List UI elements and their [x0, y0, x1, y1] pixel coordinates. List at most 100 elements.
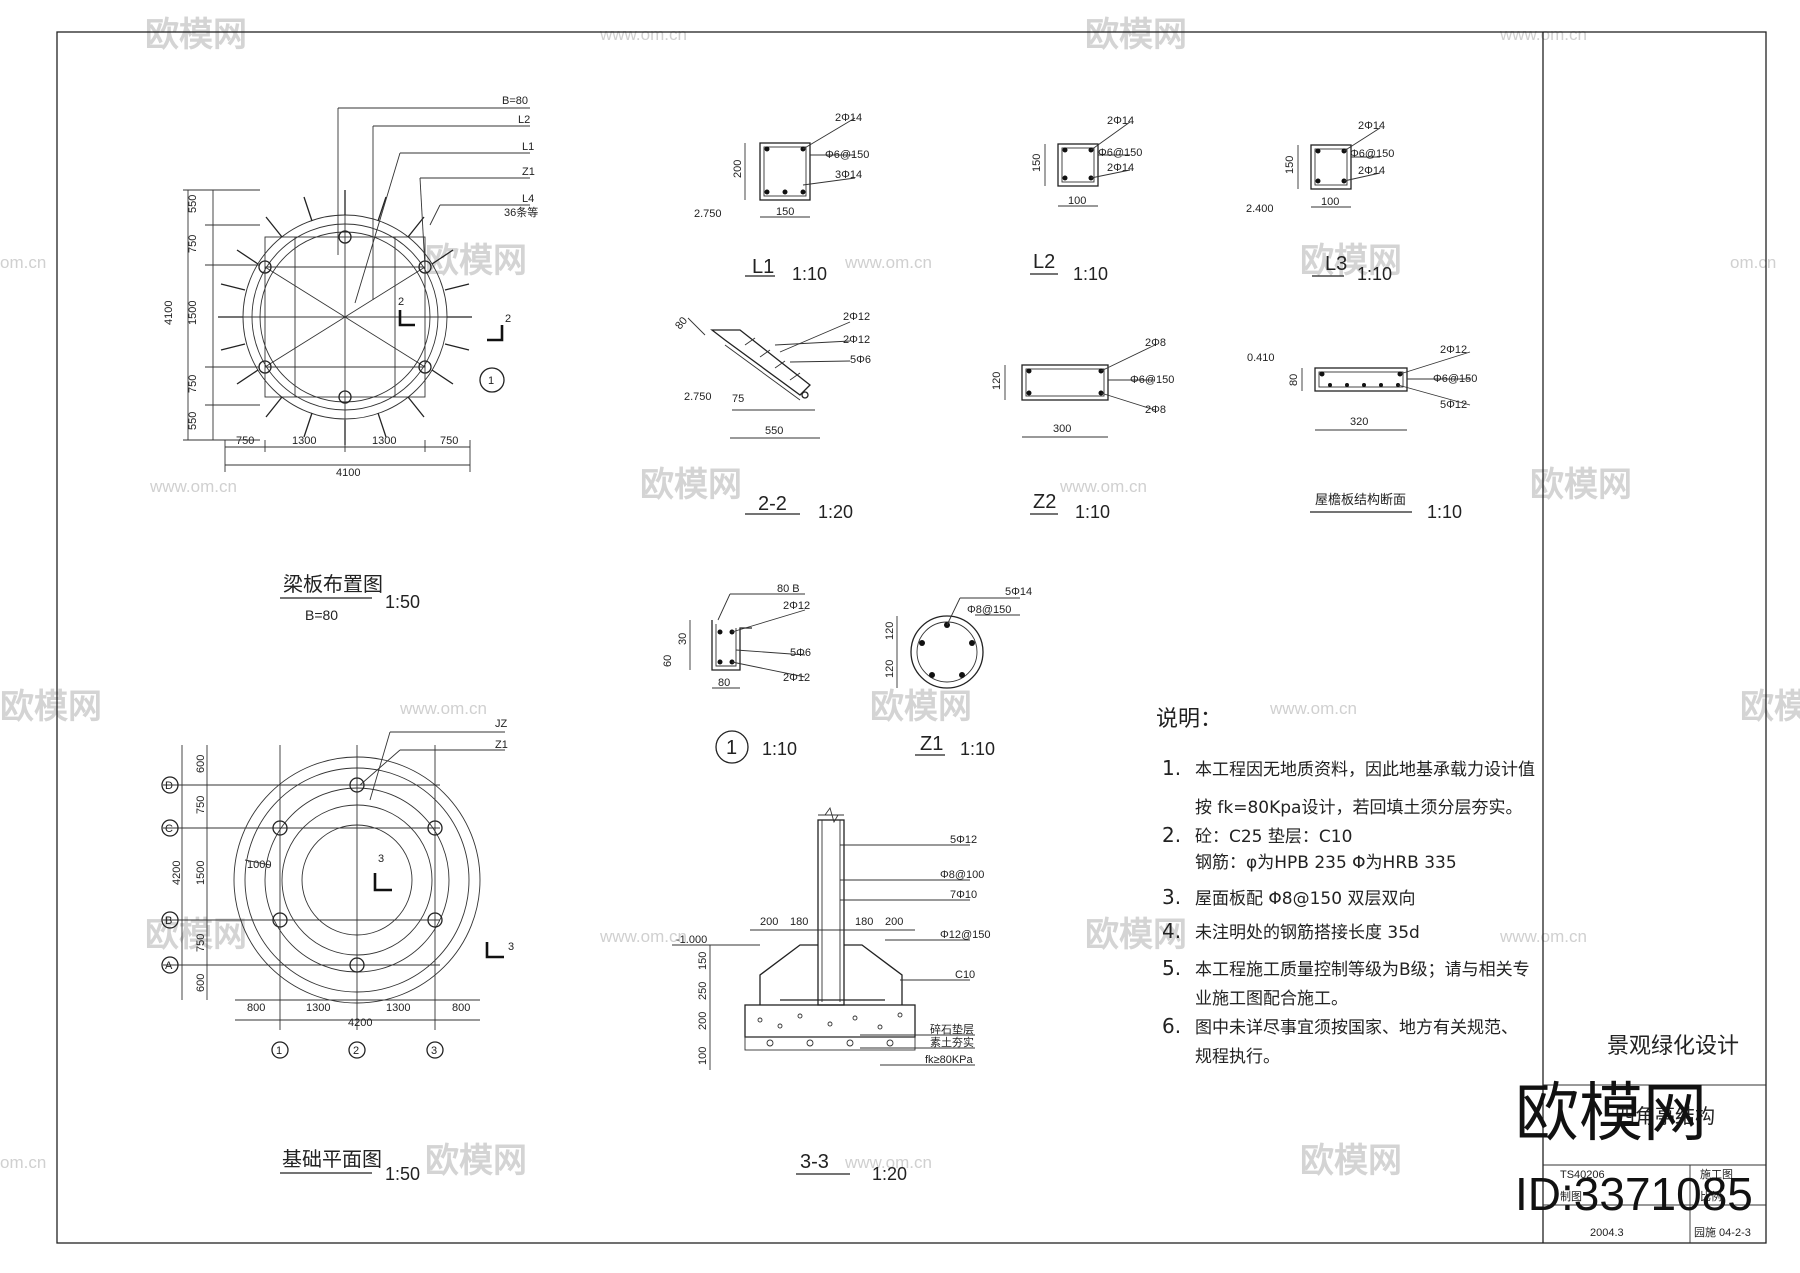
- watermark-url: www.om.cn: [844, 253, 932, 272]
- axis-label: B: [165, 915, 172, 927]
- note-line: 本工程施工质量控制等级为B级；请与相关专: [1195, 960, 1530, 980]
- note-number: 5.: [1162, 956, 1181, 980]
- rebar-label: Φ12@150: [940, 929, 991, 941]
- rebar-label: 2Φ14: [1358, 120, 1385, 132]
- section-scale: 1:10: [1075, 502, 1110, 522]
- rebar-label: 3Φ14: [835, 169, 862, 181]
- watermark-brand: 欧模网: [145, 16, 247, 54]
- dim-v: 1500: [187, 301, 199, 325]
- brand-logo: 欧模网: [1515, 1077, 1707, 1149]
- watermark-url: www.om.cn: [1269, 699, 1357, 718]
- dim-v: 750: [195, 796, 207, 814]
- project-name: 景观绿化设计: [1607, 1034, 1739, 1059]
- watermark-brand: 欧模网: [425, 242, 527, 280]
- brand-id: ID:3371085: [1515, 1168, 1753, 1220]
- dim-h: 1300: [372, 435, 396, 447]
- watermark-url: www.om.cn: [1059, 477, 1147, 496]
- dim-h-total: 4100: [336, 467, 360, 479]
- rebar-label: 5Φ14: [1005, 586, 1032, 598]
- watermark-brand: 欧模网: [1530, 466, 1632, 504]
- section-title: 屋檐板结构断面: [1315, 492, 1406, 507]
- watermark-brand: 欧模网: [0, 688, 102, 726]
- axis-label: 2: [353, 1045, 359, 1057]
- section-title: 3-3: [800, 1151, 829, 1173]
- dim-h: 180: [855, 916, 873, 928]
- rebar-label: Φ8@150: [967, 604, 1011, 616]
- elevation: 0.410: [1247, 352, 1275, 364]
- axis-label: 1: [276, 1045, 282, 1057]
- title-block: 景观绿化设计 四角亭结构 TS40206 制图 施工图 比例 2004.3 园施…: [1543, 1034, 1766, 1243]
- note-line: 钢筋：φ为HPB 235 Φ为HRB 335: [1195, 853, 1457, 873]
- dim-h: 60: [662, 655, 674, 667]
- dim-h: 80: [1288, 374, 1300, 386]
- rebar-label: 2Φ12: [843, 311, 870, 323]
- rebar-label: 2Φ12: [843, 334, 870, 346]
- axis-label: 3: [431, 1045, 437, 1057]
- dim-v: 150: [697, 952, 709, 970]
- rebar-label: Φ8@100: [940, 869, 984, 881]
- detail-title: 1: [726, 737, 737, 759]
- callout-label: fk≥80KPa: [925, 1054, 974, 1066]
- elevation: 2.750: [694, 208, 722, 220]
- plan-layout-scale: 1:50: [385, 592, 420, 612]
- dim-h-total: 4200: [348, 1017, 372, 1029]
- callout-label: L1: [522, 141, 534, 153]
- section-title: Z2: [1033, 491, 1056, 513]
- watermark-brand: 欧模网: [640, 466, 742, 504]
- note-number: 4.: [1162, 919, 1181, 943]
- dim: 80: [673, 315, 690, 332]
- elevation: -1.000: [676, 934, 707, 946]
- rebar-label: Φ6@150: [825, 149, 869, 161]
- dim-h: 120: [991, 372, 1003, 390]
- callout-label: L2: [518, 114, 530, 126]
- watermark-brand: 欧模网: [1085, 16, 1187, 54]
- project-code: TS40206: [1560, 1169, 1605, 1181]
- watermark-brand: 欧模网: [1740, 688, 1800, 726]
- rebar-label: 2Φ14: [1107, 162, 1134, 174]
- rebar-label: 2Φ12: [1440, 344, 1467, 356]
- plan-layout-subtitle: B=80: [305, 607, 338, 623]
- rebar-label: 2Φ12: [783, 672, 810, 684]
- dim-v: 550: [187, 412, 199, 430]
- dim-w: 550: [765, 425, 783, 437]
- watermark-layer: 欧模网 www.om.cn 欧模网 www.om.cn om.cn 欧模网 ww…: [0, 16, 1800, 1180]
- dim-v: 100: [697, 1047, 709, 1065]
- callout-note: 36条等: [504, 205, 538, 219]
- gravel-hatch: [757, 1012, 903, 1047]
- dim-w: 100: [1068, 195, 1086, 207]
- callout-label: L4: [522, 193, 534, 205]
- rebar-label: 2Φ14: [1358, 165, 1385, 177]
- rebar-label: 5Φ12: [1440, 399, 1467, 411]
- section-Z2: 2Φ8 Φ6@150 2Φ8 120 300 Z2 1:10: [991, 337, 1174, 522]
- dim-w: 320: [1350, 416, 1368, 428]
- rebar-label: 2Φ14: [835, 112, 862, 124]
- section-scale: 1:10: [792, 264, 827, 284]
- section-L1: 2Φ14 Φ6@150 3Φ14 200 150 2.750 L1 1:10: [694, 112, 869, 284]
- callout-label: Z1: [495, 739, 508, 751]
- dim: 75: [732, 393, 744, 405]
- section-eave: 2Φ12 Φ6@150 5Φ12 80 320 0.410 屋檐板结构断面 1:…: [1247, 344, 1477, 522]
- dim-v: 550: [187, 195, 199, 213]
- section-title: Z1: [920, 733, 943, 755]
- dim-v: 1500: [195, 861, 207, 885]
- foundation-plan-scale: 1:50: [385, 1164, 420, 1184]
- dim-h: 1300: [306, 1002, 330, 1014]
- brand-overlay: 欧模网 ID:3371085: [1515, 1077, 1753, 1220]
- dim-w: 150: [776, 206, 794, 218]
- dim-h: 200: [885, 916, 903, 928]
- dim-v: 250: [697, 982, 709, 1000]
- note-number: 6.: [1162, 1014, 1181, 1038]
- note-line: 砼：C25 垫层：C10: [1195, 827, 1352, 847]
- dim-v-total: 4200: [171, 861, 183, 885]
- section-scale: 1:10: [1073, 264, 1108, 284]
- dim-h: 150: [1031, 154, 1043, 172]
- detail-mark: 1: [488, 375, 494, 387]
- rebar-label: Φ6@150: [1130, 374, 1174, 386]
- note-line: 本工程因无地质资料，因此地基承载力设计值: [1195, 760, 1535, 780]
- dim-h: 800: [247, 1002, 265, 1014]
- dim-h: 30: [677, 633, 689, 645]
- dim-v: 750: [195, 934, 207, 952]
- cell-label: 制图: [1560, 1190, 1582, 1203]
- rebar-label: Φ6@150: [1350, 148, 1394, 160]
